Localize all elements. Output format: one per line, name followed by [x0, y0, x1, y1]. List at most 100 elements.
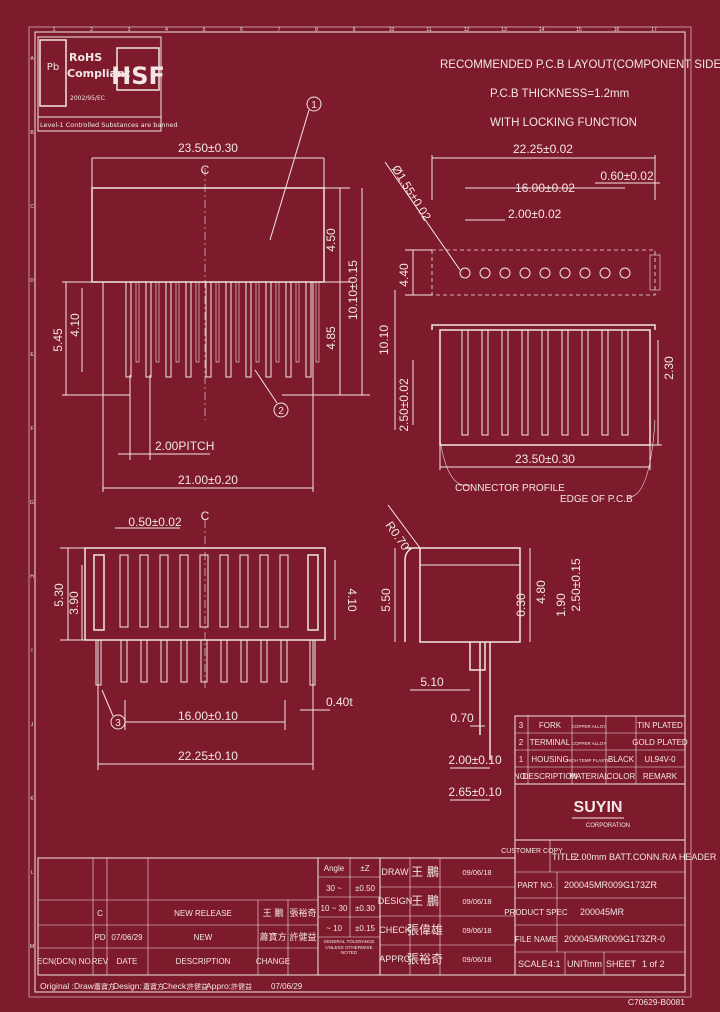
grid-label-left: E	[30, 352, 34, 358]
front-pin-lead	[240, 639, 248, 683]
parts-cell-no: 3	[519, 721, 524, 730]
note-line1: RECOMMENDED P.C.B LAYOUT(COMPONENT SIDE)	[440, 59, 720, 71]
grid-label-top: 13	[501, 27, 507, 33]
dim-h-450: 4.50	[324, 228, 338, 252]
general-tolerance-note: GENERAL TOLERANCE UNLESS OTHERWISE NOTED	[323, 939, 375, 956]
rev-header-ecn: ECN(DCN) NO.	[37, 957, 93, 966]
parts-header-remark: REMARK	[643, 772, 678, 781]
pcb-lead	[601, 329, 609, 436]
top-pin	[265, 281, 272, 378]
drawing-border	[34, 31, 686, 993]
dim-200: 2.00±0.02	[508, 207, 562, 221]
pcb-lead	[561, 329, 569, 436]
centerline-mark: C	[201, 163, 210, 177]
dim-top-width: 23.50±0.30	[178, 141, 238, 155]
grid-label-top: 7	[278, 27, 281, 33]
grid-label-left: I	[31, 648, 32, 654]
top-pin	[205, 281, 212, 378]
front-pin-slot	[199, 554, 209, 628]
top-pin-tail	[235, 281, 240, 363]
outer-frame	[28, 26, 692, 998]
grid-label-top: 4	[165, 27, 168, 33]
grid-label-left: A	[30, 56, 34, 62]
callout-2: 2	[278, 406, 284, 417]
grid-label-top: 8	[315, 27, 318, 33]
grid-label-top: 6	[240, 27, 243, 33]
grid-label-left: G	[30, 500, 34, 506]
rev-cell-by: 蕭寶方	[259, 931, 286, 943]
front-pin-slot	[159, 554, 169, 628]
label-edge-pcb: EDGE OF P.C.B	[560, 494, 633, 505]
note-line2: P.C.B THICKNESS=1.2mm	[490, 88, 629, 100]
top-pin-tail	[155, 281, 160, 363]
dim-050: 0.50±0.02	[128, 515, 182, 529]
top-pin-tail	[315, 281, 320, 363]
part-no-value: 200045MR009G173ZR	[564, 880, 658, 890]
front-pin-lead	[120, 639, 128, 683]
dim-span: 21.00±0.20	[178, 473, 238, 487]
tol-r2a: 10 ~ 30	[321, 904, 348, 913]
top-pin-tail	[275, 281, 280, 363]
check-date: 09/06/18	[462, 926, 491, 935]
grid-label-top: 15	[576, 27, 582, 33]
tol-r3a: ~ 10	[326, 924, 342, 933]
front-fork-left	[93, 554, 105, 631]
file-name-label: FILE NAME	[515, 935, 557, 944]
grid-label-left: H	[30, 574, 34, 580]
draw-name: 王 鵬	[411, 865, 439, 879]
label-connector-profile: CONNECTOR PROFILE	[455, 483, 565, 494]
top-pin	[285, 281, 292, 378]
front-housing	[84, 547, 326, 641]
draw-date: 09/06/18	[462, 868, 491, 877]
top-pin-tail	[255, 281, 260, 363]
unit-value: mm	[587, 959, 602, 969]
grid-label-top: 9	[353, 27, 356, 33]
dim-410: 4.10	[345, 588, 359, 612]
dim-h-485: 4.85	[324, 326, 338, 350]
grid-label-top: 16	[614, 27, 620, 33]
draw-label: DRAW	[381, 867, 409, 877]
top-pin-tail	[175, 281, 180, 363]
appro-name: 張裕奇	[407, 951, 443, 966]
dim-265: 2.65±0.10	[448, 785, 502, 799]
scale-label: SCALE	[518, 959, 548, 969]
top-pin	[305, 281, 312, 378]
dim-530: 5.30	[52, 583, 66, 607]
front-pin-lead	[160, 639, 168, 683]
parts-cell-remark: UL94V-0	[644, 755, 676, 764]
tol-r2b: ±0.30	[355, 904, 376, 913]
grid-label-top: 3	[128, 27, 131, 33]
check-name: 張偉雄	[407, 922, 443, 937]
top-pin-tail	[215, 281, 220, 363]
grid-label-left: B	[30, 130, 34, 136]
grid-label-top: 1	[53, 27, 56, 33]
pcb-outline	[431, 249, 656, 296]
top-pin-tail	[135, 281, 140, 363]
company-sub: CORPORATION	[586, 823, 630, 829]
dim-pitch: 2.00PITCH	[155, 439, 214, 453]
rev-cell-by: 王 鵬	[263, 907, 284, 919]
dim-h-1010: 10.10±0.15	[346, 260, 360, 320]
tol-r1b: ±0.50	[355, 884, 376, 893]
spec-value: 200045MR	[580, 907, 625, 917]
title-value: 2.00mm BATT.CONN.R/A HEADER	[574, 852, 717, 862]
rev-header-desc: DESCRIPTION	[176, 957, 231, 966]
grid-label-top: 12	[464, 27, 470, 33]
design-name: 王 鵬	[411, 894, 439, 908]
grid-label-left: J	[31, 722, 34, 728]
spec-label: PRODUCT SPEC	[504, 908, 568, 917]
parts-cell-no: 1	[519, 755, 524, 764]
front-pin-slot	[239, 554, 249, 628]
footer-check-label: Check:	[162, 981, 188, 991]
top-pin-tail	[195, 281, 200, 363]
front-view: 0.50±0.02 C 5.30 3.90 4.10 16.00±0.10 0.…	[52, 509, 359, 770]
rev-cell-date: 07/06/29	[111, 933, 143, 942]
pcb-lead-array	[461, 329, 629, 436]
front-pin-slot	[179, 554, 189, 628]
unit-label: UNIT	[567, 959, 588, 969]
footer-original-label: Original :Draw:	[40, 981, 96, 991]
rev-header-rev: REV	[92, 957, 109, 966]
pcb-lead	[481, 329, 489, 436]
appro-date: 09/06/18	[462, 955, 491, 964]
